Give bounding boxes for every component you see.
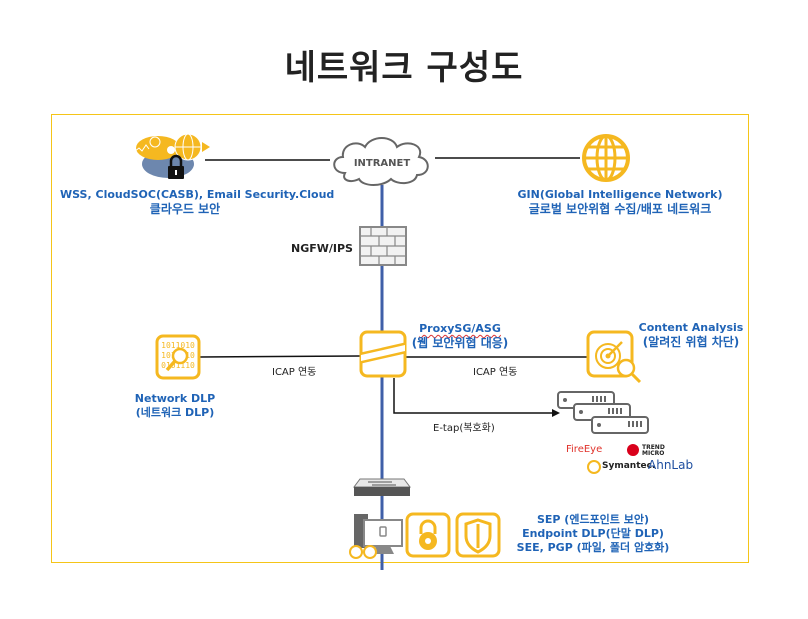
endpoint-dlp: Endpoint DLP(단말 DLP)	[522, 527, 664, 540]
symantec-check-icon	[587, 460, 601, 474]
svg-text:1011010: 1011010	[161, 341, 195, 350]
etap-arrowhead	[552, 409, 560, 417]
vendor-symantec: Symantec.	[602, 461, 656, 471]
svg-text:0101110: 0101110	[161, 361, 195, 370]
cloud-security-icon	[133, 133, 210, 179]
cloud-security-products: WSS, CloudSOC(CASB), Email Security.Clou…	[60, 188, 335, 201]
ngfw-label: NGFW/IPS	[291, 242, 353, 255]
vendor-fireeye: FireEye	[566, 444, 603, 455]
gin-globe-icon	[582, 134, 630, 182]
cloud-security-label: WSS, CloudSOC(CASB), Email Security.Clou…	[60, 188, 335, 216]
cloud-security-desc: 클라우드 보안	[149, 202, 221, 216]
endpoint-encryption: SEE, PGP (파일, 폴더 암호화)	[516, 541, 670, 554]
intranet-label: INTRANET	[354, 158, 411, 169]
trendmicro-logo-icon	[627, 444, 639, 456]
proxysg-label: ProxySG/ASG (웹 보안위협 대응)	[405, 322, 515, 350]
icap-left-label: ICAP 연동	[272, 367, 317, 378]
proxysg-icon	[359, 330, 407, 378]
server-stack-icon	[557, 391, 649, 434]
gin-label: GIN(Global Intelligence Network) 글로벌 보안위…	[500, 188, 740, 216]
gin-title: GIN(Global Intelligence Network)	[517, 188, 723, 201]
switch-icon	[353, 478, 411, 496]
proxysg-desc: (웹 보안위협 대응)	[411, 336, 509, 350]
endpoint-label: SEP (엔드포인트 보안) Endpoint DLP(단말 DLP) SEE,…	[508, 513, 678, 555]
link-etap	[393, 378, 552, 414]
icap-right-label: ICAP 연동	[473, 367, 518, 378]
endpoint-pc-icon	[349, 514, 403, 559]
content-analysis-title: Content Analysis	[638, 321, 744, 334]
link-icap-left	[199, 355, 361, 358]
endpoint-sep: SEP (엔드포인트 보안)	[536, 513, 650, 526]
vendor-ahnlab: AhnLab	[648, 458, 694, 472]
endpoint-shield-icon	[455, 512, 501, 558]
content-analysis-label: Content Analysis (알려진 위협 차단)	[636, 321, 746, 349]
network-dlp-desc: (네트워크 DLP)	[135, 406, 215, 419]
encryption-lock-icon	[405, 512, 451, 558]
content-analysis-icon	[586, 330, 642, 384]
proxysg-title: ProxySG/ASG	[419, 322, 501, 335]
diagram-frame	[51, 114, 749, 563]
content-analysis-desc: (알려진 위협 차단)	[642, 335, 740, 349]
vendor-trendmicro: TREND MICRO	[642, 444, 665, 457]
firewall-icon	[359, 226, 407, 266]
etap-label: E-tap(복호화)	[433, 423, 495, 434]
intranet-cloud-icon: INTRANET	[333, 137, 429, 186]
gin-desc: 글로벌 보안위협 수집/배포 네트워크	[528, 202, 712, 216]
page-title: 네트워크 구성도	[284, 48, 524, 88]
network-dlp-title: Network DLP	[134, 392, 216, 405]
network-dlp-label: Network DLP (네트워크 DLP)	[120, 392, 230, 420]
